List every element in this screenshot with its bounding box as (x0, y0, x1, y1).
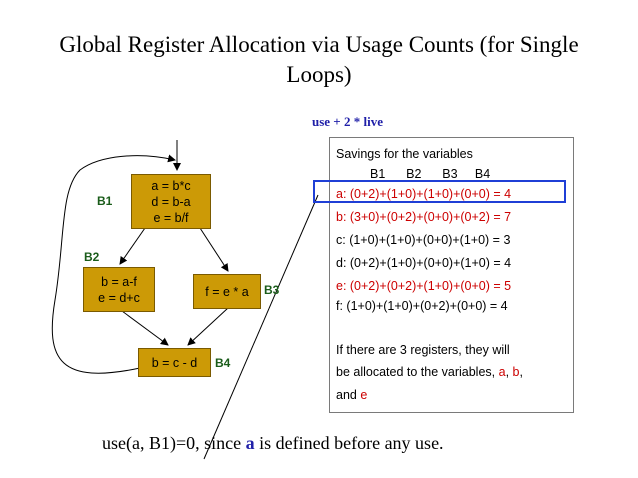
edge-b1-b3 (199, 227, 229, 272)
label-b4: B4 (215, 356, 231, 370)
block-b1: a = b*c d = b-a e = b/f (131, 174, 211, 229)
label-b1: B1 (97, 194, 113, 208)
block-b3: f = e * a (193, 274, 261, 309)
bottom-note-var: a (245, 433, 255, 453)
conclusion-line-1: If there are 3 registers, they will (336, 343, 510, 357)
savings-row-c: c: (1+0)+(1+0)+(0+0)+(1+0) = 3 (336, 233, 511, 247)
savings-row-a: a: (0+2)+(1+0)+(1+0)+(0+0) = 4 (336, 187, 512, 201)
conclusion-var-a: a (498, 365, 506, 379)
b2-line-1: b = a-f (101, 274, 137, 289)
conclusion-comma-2: , (519, 365, 523, 379)
b1-line-3: e = b/f (153, 210, 189, 225)
edge-b1-b2 (119, 227, 146, 265)
conclusion-var-b: b (512, 365, 520, 379)
savings-row-d: d: (0+2)+(1+0)+(0+0)+(1+0) = 4 (336, 256, 512, 270)
back-edge-b4-b1 (51, 154, 176, 374)
edge-b2-b4 (121, 310, 169, 346)
savings-row-e: e: (0+2)+(0+2)+(1+0)+(0+0) = 5 (336, 279, 512, 293)
slide-title: Global Register Allocation via Usage Cou… (0, 30, 638, 90)
conclusion-line-2-text: be allocated to the variables, (336, 365, 499, 379)
bottom-note-suffix: is defined before any use. (254, 433, 444, 453)
highlight-box-row-a (313, 180, 566, 203)
panel-heading: Savings for the variables (336, 147, 473, 161)
conclusion-line-2: be allocated to the variables, a, b, (336, 364, 523, 380)
pointer-line (203, 194, 319, 460)
savings-row-b: b: (3+0)+(0+2)+(0+0)+(0+2) = 7 (336, 210, 512, 224)
conclusion-line-3-text: and (336, 388, 361, 402)
bottom-note-prefix: use(a, B1)=0, since (102, 433, 246, 453)
edge-b3-b4 (187, 307, 229, 346)
block-b2: b = a-f e = d+c (83, 267, 155, 312)
conclusion-var-e: e (360, 388, 368, 402)
formula-note: use + 2 * live (312, 114, 383, 129)
b4-line-1: b = c - d (151, 355, 198, 370)
savings-panel: Savings for the variables B1 B2 B3 B4 a:… (329, 137, 574, 413)
conclusion-line-3: and e (336, 387, 367, 403)
panel-column-headers: B1 B2 B3 B4 (370, 167, 491, 181)
b1-line-1: a = b*c (151, 178, 191, 193)
conclusion-comma: , (505, 365, 513, 379)
bottom-note: use(a, B1)=0, since a is defined before … (102, 433, 444, 454)
savings-row-f: f: (1+0)+(1+0)+(0+2)+(0+0) = 4 (336, 299, 508, 313)
b2-line-2: e = d+c (98, 290, 140, 305)
b1-line-2: d = b-a (151, 194, 191, 209)
label-b3: B3 (264, 283, 280, 297)
block-b4: b = c - d (138, 348, 211, 377)
title-line-1: Global Register Allocation via Usage Cou… (59, 32, 579, 57)
title-line-2: Loops) (286, 62, 352, 87)
b3-line-1: f = e * a (205, 284, 249, 299)
label-b2: B2 (84, 250, 100, 264)
